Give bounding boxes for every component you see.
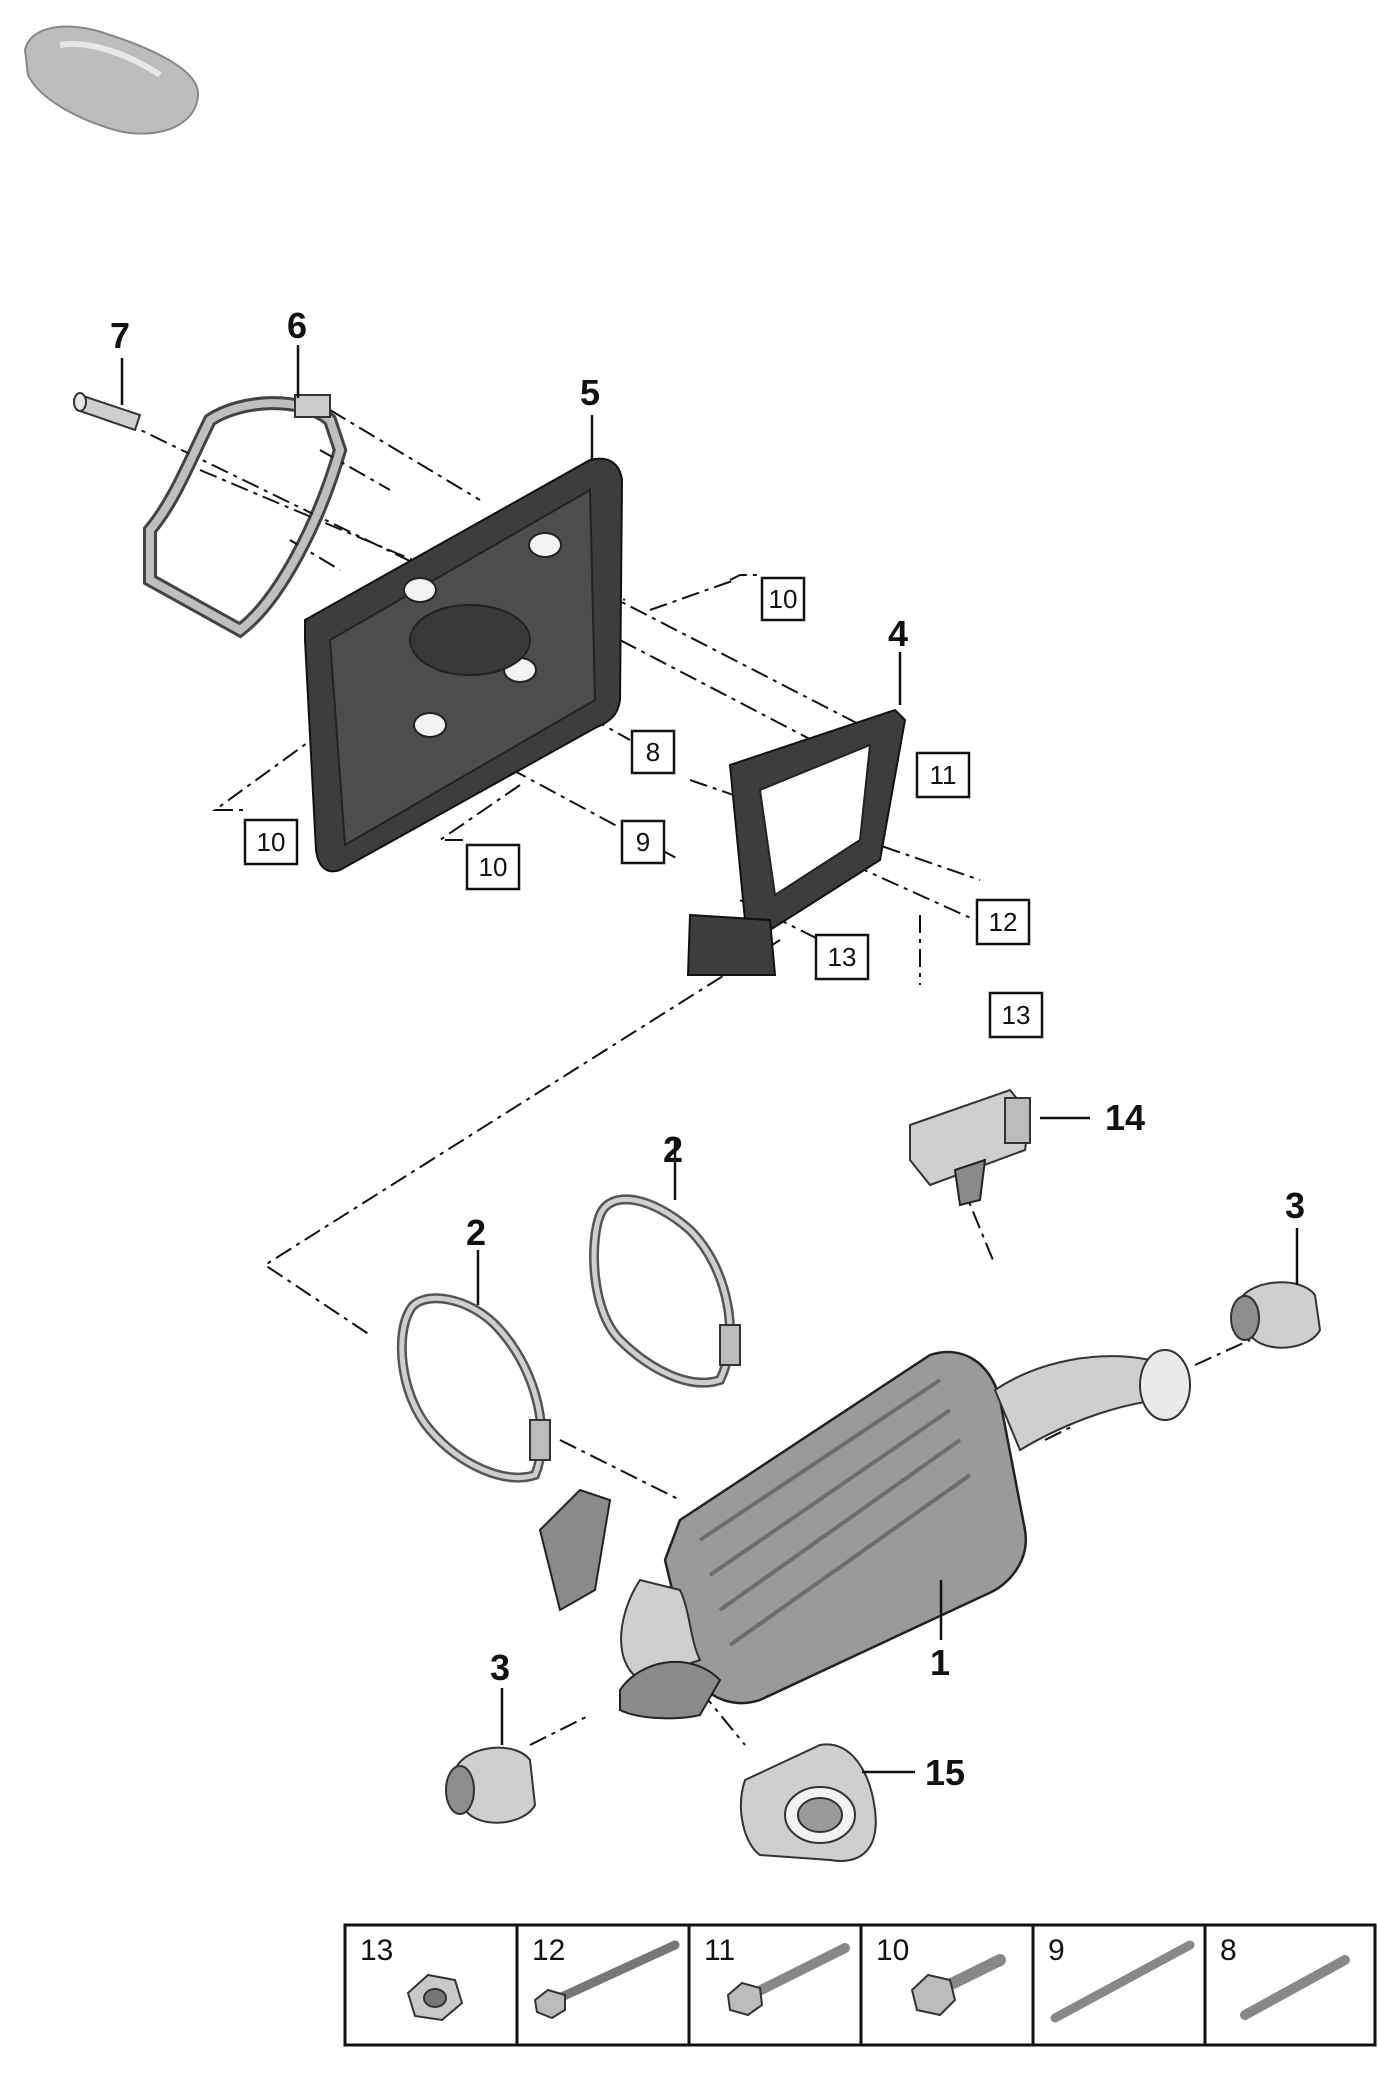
part-3-clamp-right bbox=[1230, 1281, 1322, 1349]
callout-7: 7 bbox=[110, 315, 130, 356]
legend-cell-12: 12 bbox=[532, 1934, 680, 2020]
ref-box-8: 8 bbox=[646, 737, 660, 767]
callout-14: 14 bbox=[1105, 1097, 1145, 1138]
legend-number-10: 10 bbox=[876, 1934, 909, 1967]
legend-number-13: 13 bbox=[360, 1934, 393, 1967]
hex-bolt-icon bbox=[910, 1954, 1006, 2017]
ref-box-10-top: 10 bbox=[769, 584, 798, 614]
legend-number-12: 12 bbox=[532, 1934, 565, 1967]
ref-box-13-middle: 13 bbox=[828, 942, 857, 972]
callout-labels: 1 2 2 3 3 4 5 6 7 14 15 bbox=[110, 305, 1305, 1793]
legend-number-8: 8 bbox=[1220, 1934, 1237, 1967]
ref-box-10-bottom: 10 bbox=[479, 852, 508, 882]
callout-4: 4 bbox=[888, 613, 908, 654]
callout-3-right: 3 bbox=[1285, 1185, 1305, 1226]
leader-lines bbox=[120, 345, 1299, 1774]
ref-box-12: 12 bbox=[989, 907, 1018, 937]
callout-5: 5 bbox=[580, 372, 600, 413]
ref-box-13-right: 13 bbox=[1002, 1000, 1031, 1030]
short-stud-icon bbox=[1240, 1955, 1350, 2020]
stud-icon bbox=[1050, 1940, 1195, 2023]
part-7-pin bbox=[73, 392, 142, 432]
boxed-references: 10 10 10 8 9 11 12 13 13 bbox=[243, 576, 1044, 1039]
part-14-actuator bbox=[909, 1088, 1032, 1207]
part-6-bracket bbox=[143, 394, 348, 639]
legend-cell-8: 8 bbox=[1220, 1934, 1350, 2020]
legend-number-9: 9 bbox=[1048, 1934, 1065, 1967]
fastener-legend: 13 12 11 10 bbox=[343, 1923, 1377, 2047]
legend-cell-13: 13 bbox=[360, 1934, 464, 2022]
part-5-heat-shield bbox=[304, 457, 624, 873]
car-thumbnail-icon bbox=[23, 25, 200, 135]
legend-cell-9: 9 bbox=[1048, 1934, 1195, 2023]
part-1-muffler bbox=[538, 1349, 1191, 1720]
part-4-frame-bracket bbox=[686, 708, 907, 976]
callout-3-left: 3 bbox=[490, 1647, 510, 1688]
callout-1: 1 bbox=[930, 1642, 950, 1683]
callout-2-lower: 2 bbox=[466, 1212, 486, 1253]
legend-number-11: 11 bbox=[704, 1934, 735, 1967]
long-bolt-icon bbox=[533, 1940, 680, 2020]
legend-cell-11: 11 bbox=[704, 1934, 850, 2017]
ref-box-11: 11 bbox=[930, 760, 957, 790]
callout-15: 15 bbox=[925, 1752, 965, 1793]
legend-cell-10: 10 bbox=[876, 1934, 1006, 2017]
flange-nut-icon bbox=[406, 1973, 464, 2022]
flange-bolt-icon bbox=[726, 1943, 850, 2017]
part-15-tailpipe-trim bbox=[739, 1743, 877, 1862]
part-2-clamp-upper bbox=[589, 1194, 741, 1388]
ref-box-10-left: 10 bbox=[257, 827, 286, 857]
callout-2-upper: 2 bbox=[663, 1129, 683, 1170]
ref-box-9: 9 bbox=[636, 827, 650, 857]
part-2-clamp-lower bbox=[396, 1293, 551, 1483]
part-3-clamp-left bbox=[445, 1746, 537, 1824]
callout-6: 6 bbox=[287, 305, 307, 346]
